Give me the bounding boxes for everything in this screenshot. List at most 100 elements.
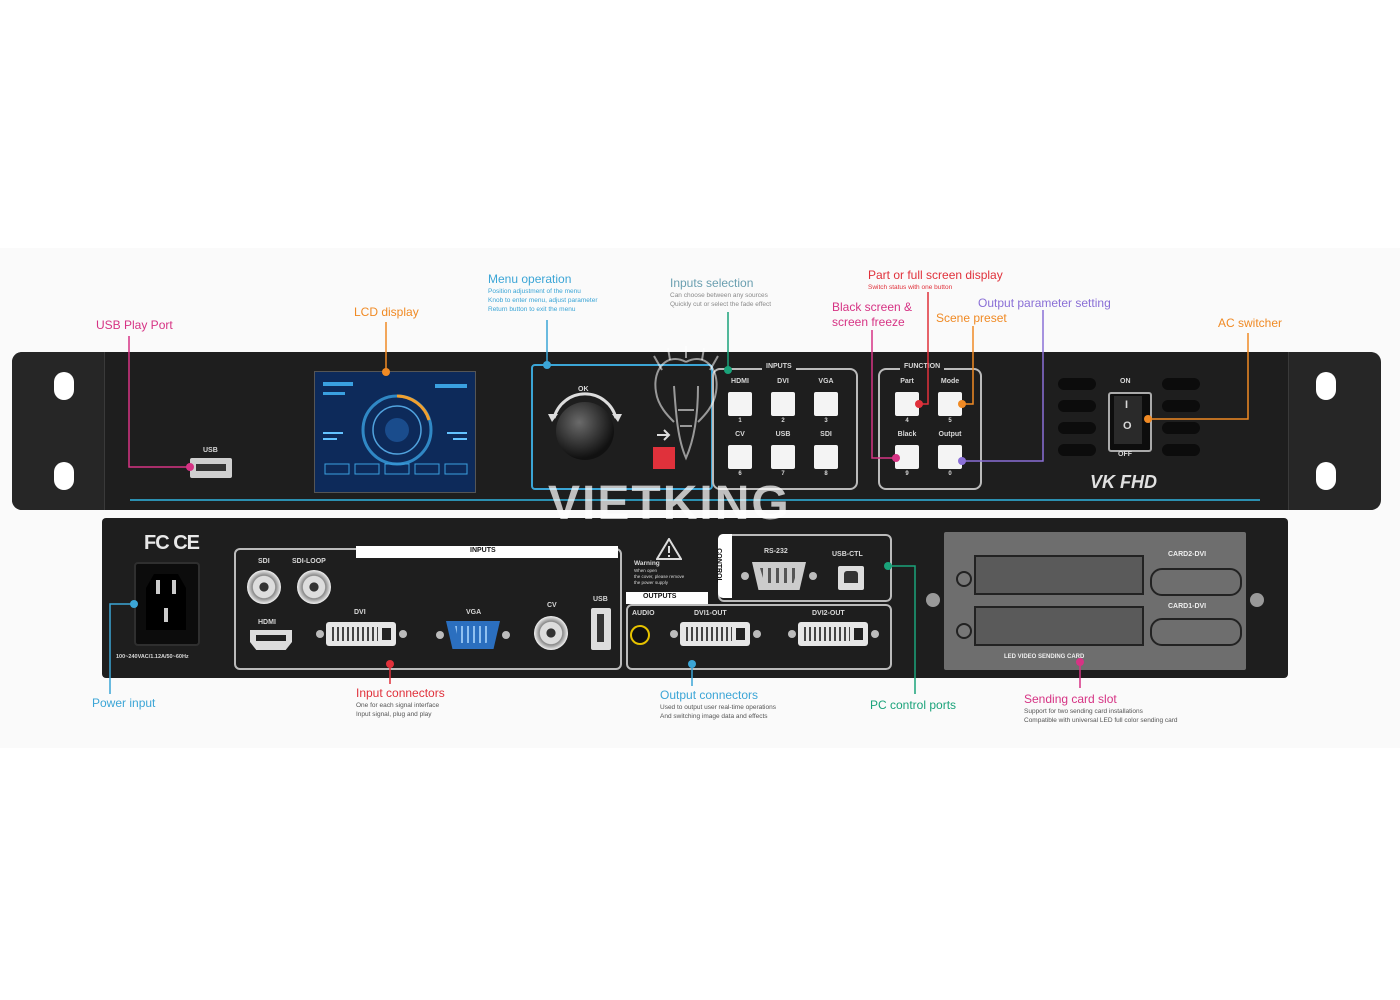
callout-scene-preset: Scene preset: [936, 311, 1007, 325]
input-button-vga[interactable]: [814, 392, 838, 416]
dvi2-out-label: DVI2-OUT: [812, 610, 845, 617]
function-button-number: 0: [948, 471, 952, 477]
front-panel: [12, 352, 1380, 510]
dvi1-out-label: DVI1-OUT: [694, 610, 727, 617]
rear-inputs-header: INPUTS: [470, 547, 496, 554]
return-button[interactable]: [653, 447, 675, 469]
input-button-label: USB: [775, 431, 791, 438]
function-button-number: 4: [905, 418, 909, 424]
vent-slot: [1162, 444, 1200, 456]
sdi-label: SDI: [258, 558, 270, 565]
input-button-hdmi[interactable]: [728, 392, 752, 416]
hdmi-connector-slot: [256, 635, 286, 641]
input-button-number: 2: [781, 418, 785, 424]
input-button-label: DVI: [777, 378, 789, 385]
bay-screw: [926, 593, 940, 607]
screw: [741, 572, 749, 580]
switch-o-glyph: O: [1123, 420, 1132, 432]
leader-sending-card-dot: [1076, 658, 1084, 666]
control-header-bar: [718, 534, 732, 598]
screw: [436, 631, 444, 639]
menu-knob[interactable]: [556, 402, 614, 460]
dvi1-out-pins: [686, 627, 732, 641]
function-button-number: 5: [948, 418, 952, 424]
function-button-label: Black: [897, 431, 917, 438]
sdi-connector[interactable]: [247, 570, 281, 604]
lcd-hud-graphic: [315, 372, 475, 492]
screw: [809, 572, 817, 580]
leader-menu-operation-dot: [543, 361, 551, 369]
rs232-pins: [760, 568, 798, 583]
model-name: VK FHD: [1090, 472, 1157, 492]
leader-scene-preset: [962, 326, 974, 405]
function-button-output[interactable]: [938, 445, 962, 469]
callout-menu-operation-desc: Position adjustment of the menu Knob to …: [488, 288, 598, 313]
dvi1-out-key: [736, 628, 745, 640]
function-button-label: Output: [938, 431, 962, 438]
input-button-dvi[interactable]: [771, 392, 795, 416]
switch-i-glyph: I: [1125, 399, 1129, 411]
screw: [316, 630, 324, 638]
leader-inputs-selection-dot: [724, 366, 732, 374]
screw: [670, 630, 678, 638]
leader-part-full-dot: [915, 400, 923, 408]
rack-hole: [54, 372, 74, 400]
screw: [502, 631, 510, 639]
function-button-label: Part: [900, 378, 914, 385]
leader-black-screen: [871, 330, 896, 459]
rack-hole: [1316, 372, 1336, 400]
input-button-number: 7: [781, 471, 785, 477]
leader-input-connectors-dot: [386, 660, 394, 668]
outputs-header-bar: [626, 592, 708, 604]
rear-usb-slot: [597, 614, 604, 642]
callout-output-param: Output parameter setting: [978, 296, 1111, 310]
callout-input-connectors-title: Input connectors: [356, 686, 445, 700]
input-button-usb[interactable]: [771, 445, 795, 469]
leader-output-param-dot: [958, 457, 966, 465]
leader-lcd-display-dot: [382, 368, 390, 376]
vent-slot: [1058, 444, 1096, 456]
power-rating: 100~240VAC/1.12A/50~60Hz: [116, 654, 189, 660]
callout-power-input: Power input: [92, 696, 156, 710]
card1-slot[interactable]: [974, 606, 1144, 646]
rear-inputs-header-bar: [356, 546, 618, 558]
bay-screw: [1250, 593, 1264, 607]
leader-power-input: [109, 603, 134, 694]
front-usb-label: USB: [203, 447, 218, 454]
inputs-header: INPUTS: [762, 363, 796, 370]
power-pin: [156, 580, 160, 594]
audio-jack[interactable]: [630, 625, 650, 645]
sdi-loop-connector[interactable]: [297, 570, 331, 604]
input-button-number: 6: [738, 471, 742, 477]
card2-slot[interactable]: [974, 555, 1144, 595]
warning-title: Warning: [634, 560, 660, 567]
cv-connector[interactable]: [534, 616, 568, 650]
vent-slot: [1162, 400, 1200, 412]
knob-arrow-icon: [548, 392, 622, 422]
card2-label: CARD2-DVI: [1168, 551, 1207, 558]
vent-slot: [1058, 378, 1096, 390]
input-button-cv[interactable]: [728, 445, 752, 469]
leader-power-input-dot: [130, 600, 138, 608]
power-switch-rocker: [1114, 396, 1142, 444]
input-button-sdi[interactable]: [814, 445, 838, 469]
callout-inputs-selection-desc: Can choose between any sources Quickly c…: [670, 292, 772, 308]
leader-pc-control: [888, 565, 916, 694]
callout-menu-operation-title: Menu operation: [488, 272, 572, 286]
callout-part-full-title: Part or full screen display: [868, 268, 1003, 282]
input-button-number: 1: [738, 418, 742, 424]
input-button-label: CV: [735, 431, 745, 438]
callout-sending-card-desc: Support for two sending card installatio…: [1024, 708, 1178, 724]
ok-label: OK: [578, 386, 589, 393]
vent-slot: [1162, 378, 1200, 390]
callout-usb-play-port: USB Play Port: [96, 318, 173, 332]
input-button-label: VGA: [818, 378, 834, 385]
cert-marks: FC CE: [144, 532, 200, 554]
vent-slot: [1058, 400, 1096, 412]
dvi2-out-pins: [804, 627, 850, 641]
callout-pc-control: PC control ports: [870, 698, 957, 712]
leader-output-connectors-dot: [688, 660, 696, 668]
switch-on-label: ON: [1120, 378, 1131, 385]
